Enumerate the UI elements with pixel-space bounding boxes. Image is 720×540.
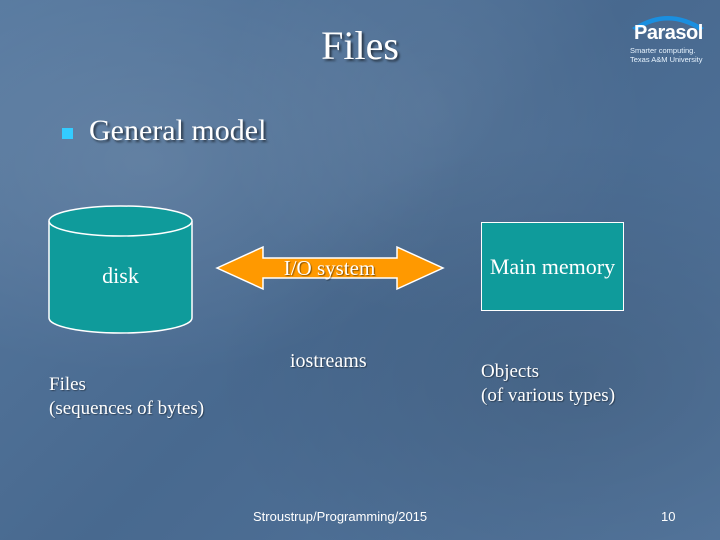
io-double-arrow bbox=[215, 245, 445, 291]
logo-tagline: Smarter computing. Texas A&M University bbox=[630, 46, 703, 64]
bullet-item: General model bbox=[62, 114, 266, 148]
io-system-label: I/O system bbox=[283, 256, 376, 280]
files-caption: Files (sequences of bytes) bbox=[49, 373, 204, 421]
objects-caption-line1: Objects bbox=[481, 361, 540, 382]
objects-caption: Objects (of various types) bbox=[481, 360, 615, 408]
iostreams-label: iostreams bbox=[290, 350, 367, 372]
disk-label: disk bbox=[102, 263, 139, 288]
files-caption-line1: Files bbox=[49, 374, 86, 395]
footer-text: Stroustrup/Programming/2015 bbox=[253, 509, 428, 524]
logo-tagline-line2: Texas A&M University bbox=[630, 55, 703, 64]
slide-title: Files bbox=[321, 23, 399, 68]
logo-arc-icon bbox=[632, 16, 704, 31]
bullet-text: General model bbox=[89, 114, 267, 147]
parasol-logo: Parasol Smarter computing. Texas A&M Uni… bbox=[628, 10, 708, 68]
files-caption-line2: (sequences of bytes) bbox=[49, 398, 205, 419]
page-number: 10 bbox=[661, 509, 676, 524]
main-memory-label: Main memory bbox=[489, 253, 616, 279]
square-bullet-icon bbox=[62, 127, 73, 139]
logo-tagline-line1: Smarter computing. bbox=[630, 46, 696, 55]
disk-cylinder bbox=[48, 205, 193, 334]
objects-caption-line2: (of various types) bbox=[481, 385, 616, 406]
logo-name: Parasol bbox=[634, 22, 703, 44]
main-memory-box: Main memory bbox=[481, 222, 624, 311]
